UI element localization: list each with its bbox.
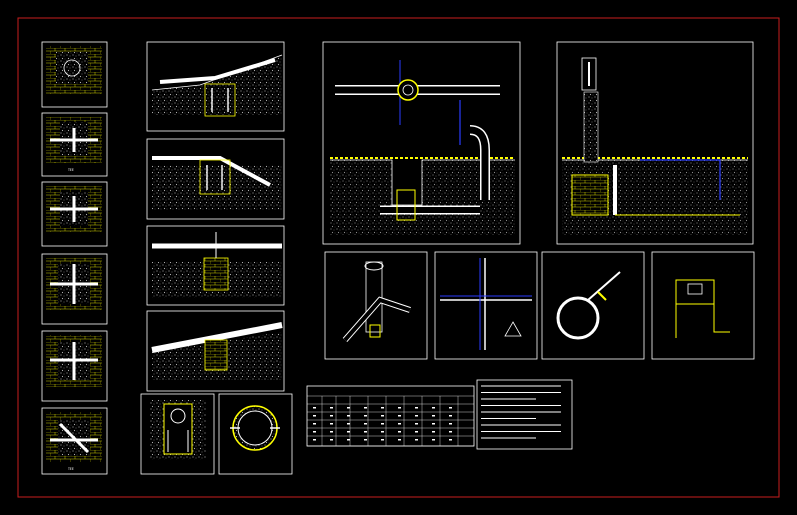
table-cell-mark bbox=[449, 431, 452, 433]
table-cell-mark bbox=[415, 407, 418, 409]
table-cell-mark bbox=[415, 431, 418, 433]
bottom-panel-ring bbox=[218, 393, 293, 475]
table-cell-mark bbox=[364, 423, 367, 425]
table-cell-mark bbox=[364, 431, 367, 433]
left-panel-3 bbox=[41, 181, 108, 247]
table-cell-mark bbox=[347, 407, 350, 409]
middle-panel-2 bbox=[146, 138, 285, 220]
table-cell-mark bbox=[432, 423, 435, 425]
table-cell-mark bbox=[364, 407, 367, 409]
table-cell-mark bbox=[381, 439, 384, 441]
table-cell-mark bbox=[432, 407, 435, 409]
table-cell-mark bbox=[432, 415, 435, 417]
table-cell-mark bbox=[381, 415, 384, 417]
right-bottom-panel-4 bbox=[651, 251, 755, 360]
table-cell-mark bbox=[313, 439, 316, 441]
table-cell-mark bbox=[364, 415, 367, 417]
notes-block bbox=[476, 379, 573, 450]
left-caption-2: TEE bbox=[68, 168, 74, 172]
table-cell-mark bbox=[347, 439, 350, 441]
table-cell-mark bbox=[330, 415, 333, 417]
table-cell-mark bbox=[330, 423, 333, 425]
table-cell-mark bbox=[381, 407, 384, 409]
table-cell-mark bbox=[347, 415, 350, 417]
right-top-panels bbox=[322, 41, 754, 245]
table-cell-mark bbox=[381, 423, 384, 425]
dimension-table bbox=[306, 385, 475, 447]
sheet-border bbox=[17, 17, 780, 498]
table-cell-mark bbox=[330, 407, 333, 409]
table-cell-mark bbox=[330, 431, 333, 433]
left-panel-6: TEE bbox=[41, 407, 108, 475]
left-panel-5 bbox=[41, 330, 108, 402]
table-cell-mark bbox=[364, 439, 367, 441]
left-panel-1 bbox=[41, 41, 108, 108]
middle-panel-4 bbox=[146, 310, 285, 392]
table-cell-mark bbox=[415, 415, 418, 417]
middle-panel-3 bbox=[146, 225, 285, 306]
bottom-small-panels bbox=[140, 393, 293, 475]
middle-column bbox=[146, 41, 285, 392]
right-bottom-panels bbox=[324, 251, 755, 360]
table-cell-mark bbox=[398, 431, 401, 433]
table-cell-mark bbox=[313, 407, 316, 409]
right-top-panel-1 bbox=[322, 41, 521, 245]
table-cell-mark bbox=[347, 423, 350, 425]
table-cell-mark bbox=[313, 415, 316, 417]
middle-panel-1 bbox=[146, 41, 285, 132]
table-cell-mark bbox=[330, 439, 333, 441]
table-cell-mark bbox=[381, 431, 384, 433]
table-cell-mark bbox=[415, 439, 418, 441]
right-bottom-panel-2 bbox=[434, 251, 538, 360]
right-bottom-panel-1 bbox=[324, 251, 428, 360]
table-cell-mark bbox=[398, 415, 401, 417]
table-cell-mark bbox=[398, 439, 401, 441]
left-panel-4 bbox=[41, 253, 108, 325]
right-bottom-panel-3 bbox=[541, 251, 645, 360]
bottom-panel-manhole bbox=[140, 393, 215, 475]
table-cell-mark bbox=[449, 415, 452, 417]
table-cell-mark bbox=[313, 431, 316, 433]
table-cell-mark bbox=[415, 423, 418, 425]
table-cell-mark bbox=[449, 407, 452, 409]
table-cell-mark bbox=[347, 431, 350, 433]
north-arrow-icon bbox=[504, 321, 522, 337]
table-cell-mark bbox=[432, 431, 435, 433]
table-cell-mark bbox=[313, 423, 316, 425]
left-panel-2: TEE bbox=[41, 112, 108, 177]
table-cell-mark bbox=[449, 423, 452, 425]
left-caption-6: TEE bbox=[68, 467, 74, 471]
table-cell-mark bbox=[398, 407, 401, 409]
table-cell-mark bbox=[449, 439, 452, 441]
table-cell-mark bbox=[432, 439, 435, 441]
table-cell-mark bbox=[398, 423, 401, 425]
right-top-panel-2 bbox=[556, 41, 754, 245]
left-column: TEE bbox=[41, 41, 108, 475]
